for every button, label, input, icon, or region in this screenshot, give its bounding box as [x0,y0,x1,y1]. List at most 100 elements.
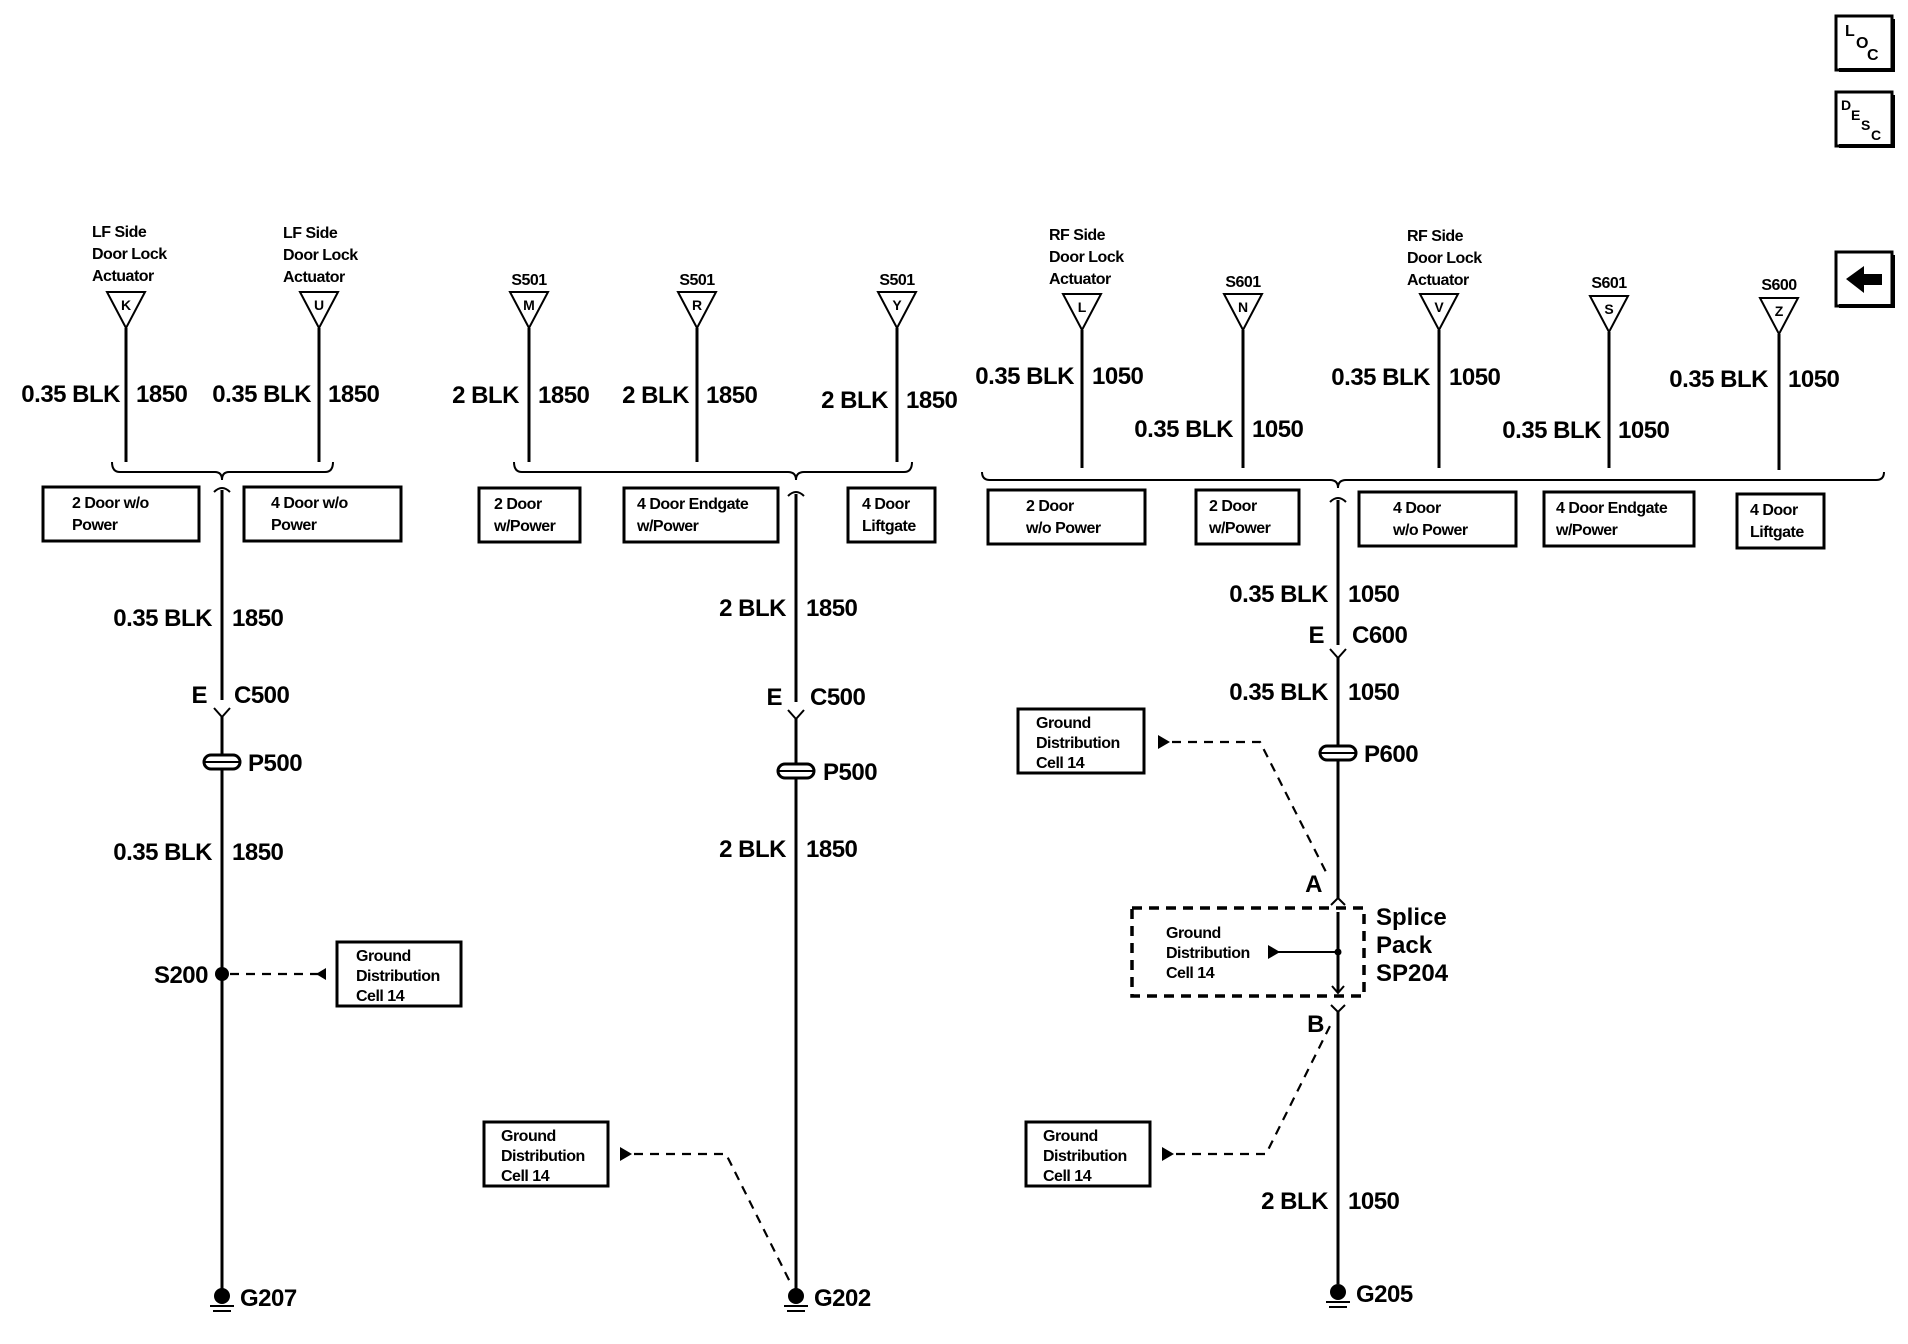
svg-text:1050: 1050 [1618,417,1670,444]
svg-text:0.35 BLK: 0.35 BLK [1229,679,1329,706]
splice-inner-chevron [1331,985,1345,995]
ground-symbol-icon [210,1288,234,1312]
svg-text:2 Door: 2 Door [494,496,542,513]
svg-text:w/o Power: w/o Power [1392,522,1468,539]
ground-distribution-link[interactable]: Ground Distribution Cell 14 [335,940,463,1008]
pin-label: K [121,297,131,313]
svg-text:Distribution: Distribution [1036,735,1120,752]
svg-text:1850: 1850 [906,387,958,414]
svg-text:Distribution: Distribution [356,968,440,985]
loc-letter-3: C [1867,47,1879,64]
connector-u: LF Side Door Lock Actuator U 0.35 BLK 18… [212,225,380,462]
svg-text:1850: 1850 [806,836,858,863]
connector-title: Door Lock [283,247,358,264]
loc-button[interactable]: L O C [1834,14,1895,72]
wire-gauge: 0.35 BLK [21,381,121,408]
svg-text:w/Power: w/Power [1208,520,1271,537]
connector-title: Actuator [283,269,345,286]
circuit-number: 1850 [232,839,284,866]
svg-text:Cell 14: Cell 14 [1166,965,1215,982]
svg-text:Door Lock: Door Lock [1407,250,1482,267]
svg-text:G202: G202 [814,1285,871,1312]
ground-symbol-icon [784,1288,808,1312]
svg-text:2 BLK: 2 BLK [622,382,690,409]
desc-letter-3: S [1861,117,1870,133]
ground-distribution-link[interactable]: Ground Distribution Cell 14 [482,1120,610,1188]
svg-text:1050: 1050 [1348,679,1400,706]
trunk-entry [1329,497,1347,503]
connector-title: Actuator [92,268,154,285]
connector-chevron [213,707,231,719]
connector-k: LF Side Door Lock Actuator K 0.35 BLK 18… [21,224,188,462]
circuit-number: 1850 [232,605,284,632]
svg-text:P500: P500 [823,759,877,786]
svg-text:S: S [1604,301,1613,317]
option-box [477,486,582,544]
splice-pack-outline [1130,906,1366,998]
svg-text:Distribution: Distribution [501,1148,585,1165]
splice-dot [215,967,229,981]
connector-pin: E [191,682,207,709]
desc-letter-2: E [1851,107,1860,123]
svg-text:0.35 BLK: 0.35 BLK [975,363,1075,390]
connector-chevron [787,709,805,721]
svg-text:w/Power: w/Power [636,518,699,535]
splice-pack-label: SP204 [1376,960,1449,987]
svg-text:2 Door: 2 Door [1209,498,1257,515]
passthrough-label: P500 [248,750,302,777]
svg-text:S601: S601 [1591,275,1627,292]
svg-text:2 BLK: 2 BLK [719,836,787,863]
connector-title: LF Side [283,225,338,242]
svg-text:V: V [1434,299,1444,315]
circuit-number: 1850 [328,381,380,408]
ground-symbol-icon [1326,1284,1350,1308]
svg-text:Distribution: Distribution [1043,1148,1127,1165]
svg-text:S501: S501 [879,272,915,289]
svg-text:1050: 1050 [1449,364,1501,391]
connector-l: RF Side Door Lock Actuator L 0.35 BLK 10… [975,227,1144,468]
reference-arrow-icon [1268,945,1280,959]
connector-title: LF Side [92,224,147,241]
svg-text:w/Power: w/Power [493,518,556,535]
svg-text:Ground: Ground [1166,925,1221,942]
reference-arrow-icon [620,1147,632,1161]
option-bracket [111,461,334,481]
connector-pin-triangle [105,291,147,331]
svg-text:Cell 14: Cell 14 [1043,1168,1092,1185]
svg-text:E: E [1308,622,1324,649]
splice-pin-a: A [1305,871,1322,898]
ground-distribution-link[interactable]: Ground Distribution Cell 14 [1024,1120,1152,1188]
svg-text:Cell 14: Cell 14 [501,1168,550,1185]
svg-text:N: N [1238,299,1248,315]
left-circuit: LF Side Door Lock Actuator K 0.35 BLK 18… [21,224,463,1312]
trunk-entry [213,487,231,493]
svg-text:S501: S501 [511,272,547,289]
trunk-entry [787,491,805,497]
svg-text:4 Door: 4 Door [1393,500,1441,517]
option-box [242,485,403,543]
connector-name: C500 [234,682,290,709]
svg-text:Distribution: Distribution [1166,945,1250,962]
option-label: Power [271,517,317,534]
option-bracket [513,461,913,481]
svg-text:L: L [1078,299,1087,315]
svg-text:w/Power: w/Power [1555,522,1618,539]
ground-distribution-link[interactable]: Ground Distribution Cell 14 [1016,707,1146,775]
svg-text:1050: 1050 [1348,1188,1400,1215]
option-box [622,486,780,544]
svg-text:E: E [766,684,782,711]
passthrough-grommet [776,762,816,780]
svg-text:0.35 BLK: 0.35 BLK [1502,417,1602,444]
splice-entry [1330,896,1346,906]
splice-label: S200 [154,962,208,989]
svg-text:Z: Z [1775,303,1784,319]
svg-text:Ground: Ground [1036,715,1091,732]
splice-exit [1330,1004,1346,1014]
svg-text:Door Lock: Door Lock [1049,249,1124,266]
passthrough-grommet [1318,744,1358,762]
back-button[interactable] [1834,250,1895,308]
desc-letter-1: D [1841,97,1851,113]
loc-letter-1: L [1845,23,1855,40]
svg-text:Ground: Ground [501,1128,556,1145]
desc-button[interactable]: D E S C [1834,90,1895,148]
